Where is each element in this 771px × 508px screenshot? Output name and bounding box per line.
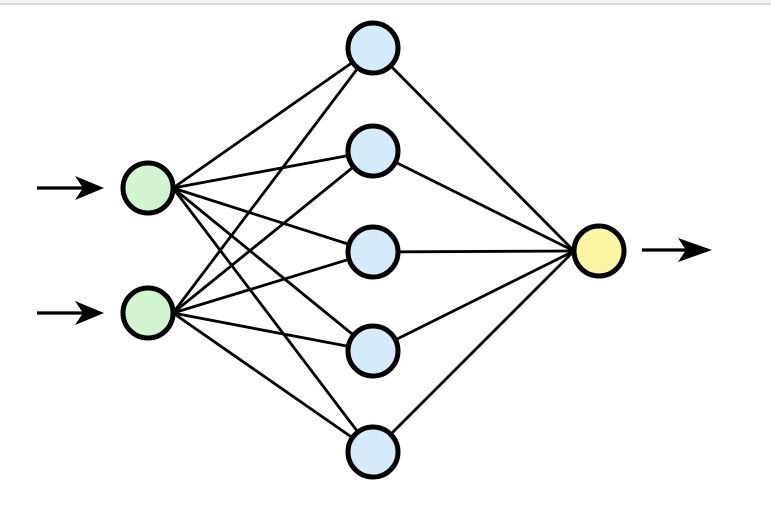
edge-line (372, 47, 575, 252)
edge-line (172, 149, 374, 190)
output-node (571, 223, 627, 279)
input-node-1 (120, 160, 176, 216)
hidden-node-2 (345, 123, 401, 179)
hidden-node-4 (345, 323, 401, 379)
edge-line (172, 311, 374, 454)
output-arrow-head-icon (678, 238, 712, 262)
edge-line (172, 186, 374, 254)
input-arrow-2 (37, 301, 104, 325)
edge-line (172, 250, 374, 315)
hidden-node-3 (345, 224, 401, 280)
input-arrow-1-head-icon (75, 176, 104, 200)
edge-line (372, 250, 575, 453)
output-arrow (642, 238, 712, 262)
hidden-node-1 (345, 20, 401, 76)
edge-line (172, 311, 374, 353)
input-arrow-1 (37, 176, 104, 200)
edge-line (171, 187, 375, 453)
input-arrow-2-head-icon (75, 301, 104, 325)
edge-line (372, 249, 575, 353)
edge-line (171, 47, 375, 314)
edge-line (172, 186, 374, 353)
top-border (0, 0, 771, 5)
edge-line (172, 149, 374, 315)
hidden-node-5 (345, 424, 401, 480)
edge-line (172, 46, 374, 190)
input-node-2 (120, 285, 176, 341)
edge-line (372, 149, 575, 253)
edge-line (372, 249, 575, 254)
